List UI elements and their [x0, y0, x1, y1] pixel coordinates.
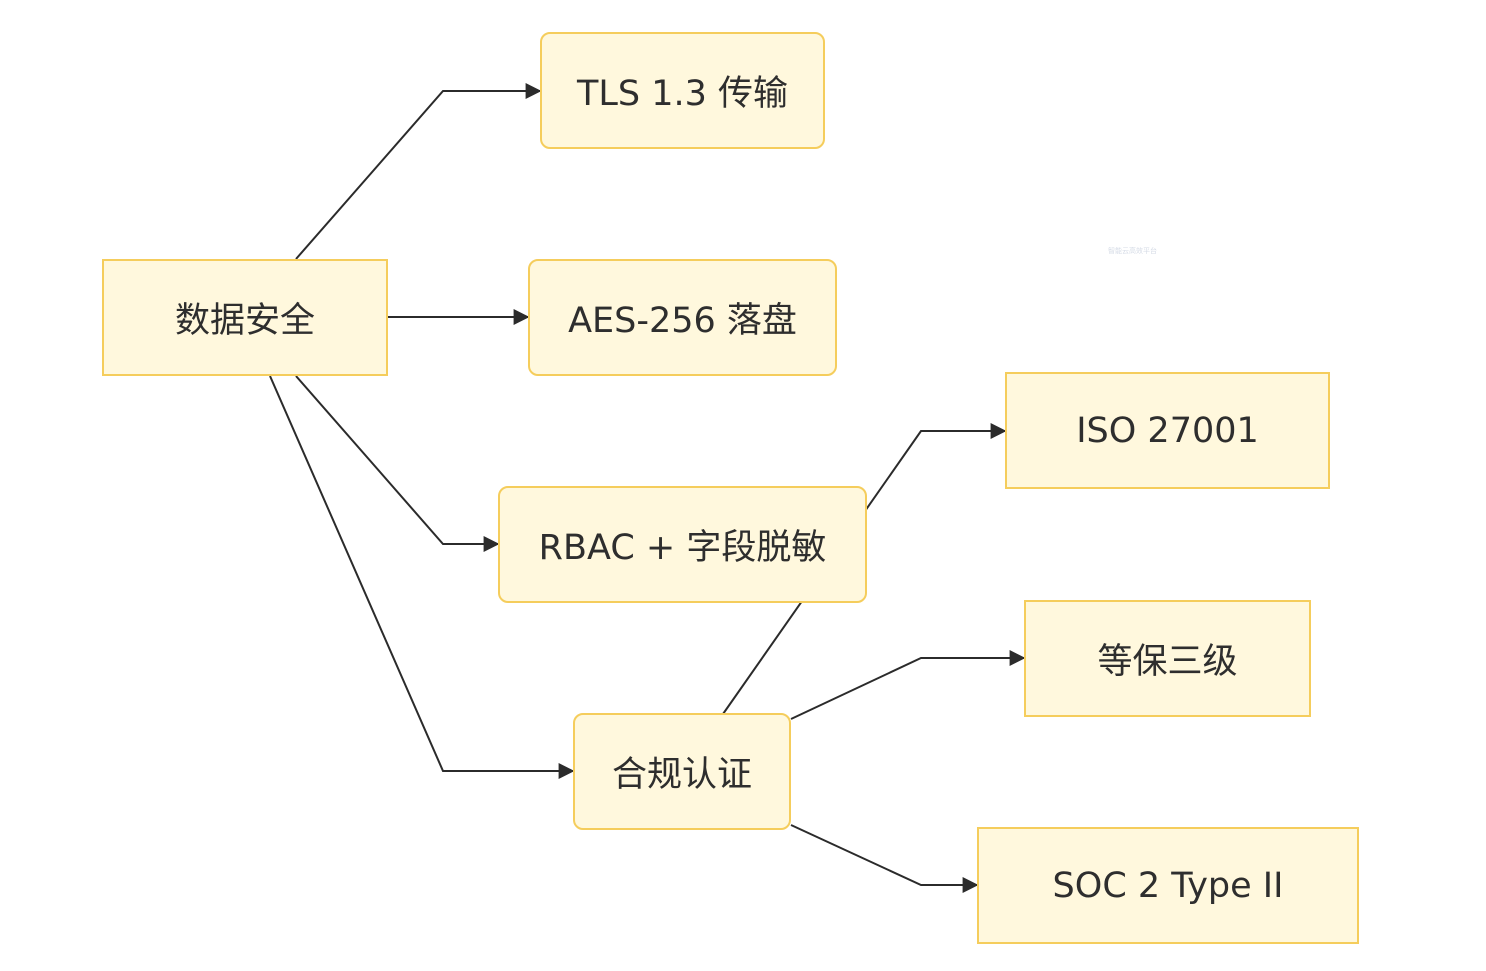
edge-data-security-to-compliance — [269, 375, 575, 779]
node-rbac: RBAC + 字段脱敏 — [498, 486, 867, 603]
node-iso: ISO 27001 — [1005, 372, 1330, 489]
node-rbac-label: RBAC + 字段脱敏 — [538, 528, 827, 568]
node-soc2-label: SOC 2 Type II — [1052, 865, 1284, 906]
edge-compliance-to-iso — [722, 423, 1007, 715]
edge-compliance-to-soc2 — [790, 824, 979, 893]
node-iso-label: ISO 27001 — [1076, 410, 1259, 451]
node-tls: TLS 1.3 传输 — [540, 32, 825, 149]
edge-compliance-to-djbh — [790, 650, 1026, 720]
watermark-text: 智能云高效平台 — [1108, 247, 1157, 255]
edge-data-security-to-tls — [295, 83, 542, 260]
node-aes: AES-256 落盘 — [528, 259, 837, 376]
node-djbh-label: 等保三级 — [1097, 642, 1238, 682]
node-data-security: 数据安全 — [102, 259, 388, 376]
node-data-security-label: 数据安全 — [174, 301, 315, 341]
node-aes-label: AES-256 落盘 — [568, 301, 797, 341]
node-compliance: 合规认证 — [573, 713, 791, 830]
node-compliance-label: 合规认证 — [611, 755, 752, 795]
edge-data-security-to-rbac — [295, 375, 500, 552]
node-tls-label: TLS 1.3 传输 — [576, 74, 788, 114]
node-soc2: SOC 2 Type II — [977, 827, 1359, 944]
node-djbh: 等保三级 — [1024, 600, 1311, 717]
